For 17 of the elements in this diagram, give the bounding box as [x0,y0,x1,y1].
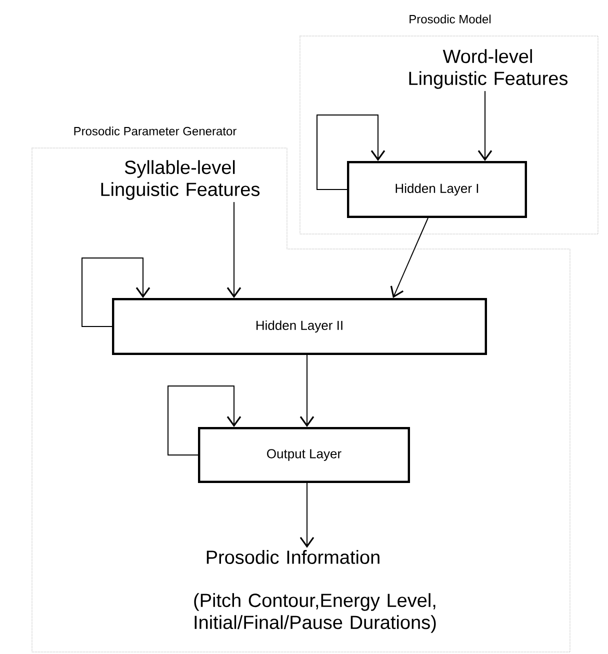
arrow [300,354,314,427]
arrow [300,482,314,548]
text-label: Syllable-level Linguistic Features [101,160,260,200]
beside-note: (Pitch Contour,Energy Level, Initial/Final/Pause Durations) [194,593,436,633]
arrow [82,258,150,327]
node-label: Prosodic Model [410,14,491,24]
arrow [478,90,492,161]
layer-box: Output Layer [198,427,410,483]
arrow [390,218,428,298]
arrow [316,114,386,190]
arrow [226,202,242,298]
text-label: Word-level Linguistic Features [409,49,568,89]
layer-box: Hidden Layer II [112,298,487,355]
text-label: Prosodic Information [206,550,380,564]
layer-box: Hidden Layer I [347,161,527,218]
arrow [168,386,242,456]
node-label: Prosodic Parameter Generator [74,126,236,136]
